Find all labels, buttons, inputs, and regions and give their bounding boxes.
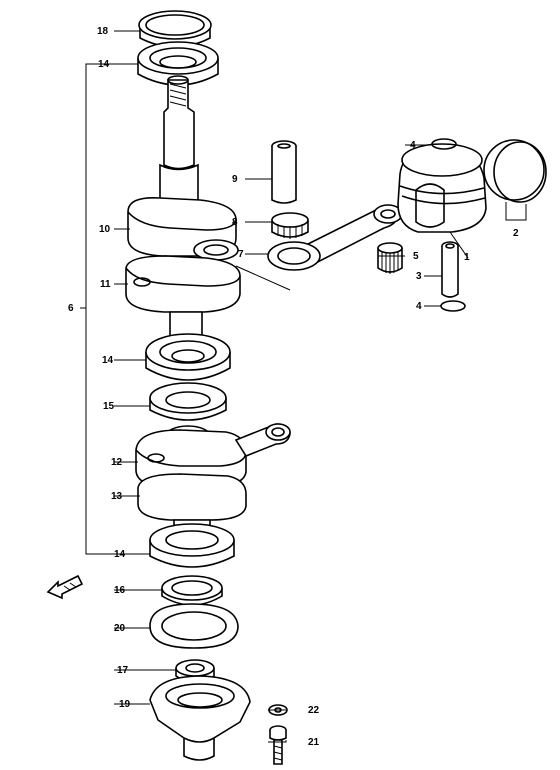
direction-arrow-icon (46, 574, 84, 600)
circlip-upper (431, 138, 457, 150)
callout-17: 17 (117, 665, 129, 676)
callout-21: 21 (308, 737, 320, 748)
callout-4-top: 4 (410, 140, 416, 151)
needle-bearing-big-end (271, 212, 309, 239)
crank-web-lower (125, 255, 291, 313)
crank-web-assembly-lower (135, 423, 291, 538)
callout-14-middle: 14 (102, 355, 114, 366)
callout-4-bottom: 4 (416, 301, 422, 312)
bearing-middle (145, 333, 231, 381)
callout-15: 15 (103, 401, 115, 412)
callout-2: 2 (513, 228, 519, 239)
labyrinth-seal (149, 382, 227, 421)
assembly-bracket (80, 63, 114, 555)
callout-13: 13 (111, 491, 123, 502)
crank-web-upper (127, 196, 239, 261)
bolt (269, 725, 287, 765)
circlip-lower (440, 300, 466, 312)
callout-6: 6 (68, 303, 74, 314)
lower-housing (149, 675, 251, 761)
callout-11: 11 (100, 279, 111, 290)
oil-seal-lower (161, 575, 223, 606)
crank-pin (271, 140, 297, 204)
callout-1: 1 (464, 252, 470, 263)
callout-8: 8 (232, 217, 238, 228)
piston-pin (441, 241, 459, 298)
piston-rings (483, 139, 547, 221)
callout-14-top: 14 (98, 59, 110, 70)
callout-labels: 18 14 10 11 6 14 15 12 13 14 16 20 17 19… (68, 26, 519, 748)
callout-7: 7 (238, 249, 244, 260)
bearing-lower (149, 523, 235, 568)
callout-14-lower: 14 (114, 549, 126, 560)
callout-22: 22 (308, 705, 320, 716)
callout-12: 12 (111, 457, 123, 468)
leader-lines (114, 30, 469, 743)
oil-seal-top (138, 10, 212, 48)
connecting-rod (267, 204, 403, 271)
callout-18: 18 (97, 26, 109, 37)
callout-10: 10 (99, 224, 111, 235)
needle-bearing-small-end (377, 242, 403, 274)
callout-16: 16 (114, 585, 126, 596)
callout-9: 9 (232, 174, 238, 185)
callout-3: 3 (416, 271, 422, 282)
callout-20: 20 (114, 623, 126, 634)
callout-19: 19 (119, 699, 131, 710)
bearing-top (137, 41, 219, 86)
crankshaft-upper-shaft (159, 75, 199, 216)
gasket (149, 603, 239, 649)
callout-5: 5 (413, 251, 419, 262)
piston (397, 143, 487, 233)
